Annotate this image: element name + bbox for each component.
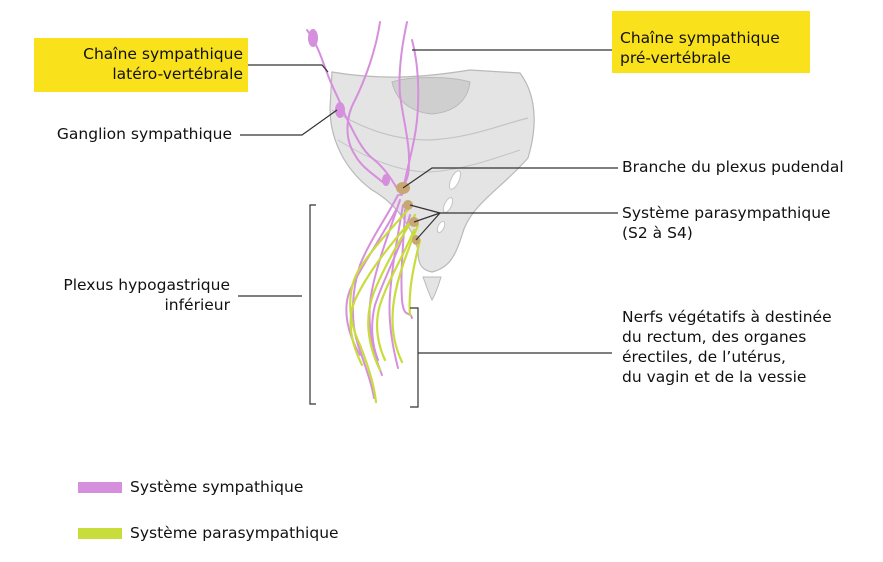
leader-lines: [238, 49, 618, 408]
label-nerfs-line3: érectiles, de l’utérus,: [622, 348, 786, 366]
ganglion-top: [308, 29, 318, 47]
highlight-chaine-pre: [612, 11, 810, 73]
legend-item-parasympathique: Système parasympathique: [78, 524, 339, 542]
parasympathetic-nerves: [349, 203, 422, 404]
label-ganglion-text: Ganglion sympathique: [56, 125, 232, 143]
label-chaine-pre: Chaîne sympathique pré-vertébrale: [620, 28, 780, 68]
label-nerfs-line4: du vagin et de la vessie: [622, 368, 807, 386]
label-branche-pudendal: Branche du plexus pudendal: [622, 157, 844, 177]
ganglion-lower: [382, 174, 390, 186]
legend-label-parasympathique: Système parasympathique: [130, 524, 339, 542]
label-chaine-latero-line1: Chaîne sympathique: [83, 45, 243, 63]
label-chaine-pre-line2: pré-vertébrale: [620, 49, 731, 67]
label-parasympathique: Système parasympathique (S2 à S4): [622, 203, 831, 243]
highlight-chaine-latero: [34, 38, 248, 92]
ganglion-middle: [335, 102, 345, 118]
label-ganglion: Ganglion sympathique: [20, 124, 232, 144]
label-chaine-pre-line1: Chaîne sympathique: [620, 29, 780, 47]
label-parasympathique-line2: (S2 à S4): [622, 224, 693, 242]
label-plexus-line2: inférieur: [164, 296, 230, 314]
legend-label-sympathique: Système sympathique: [130, 478, 304, 496]
legend-item-sympathique: Système sympathique: [78, 478, 303, 496]
label-nerfs-vegetatifs: Nerfs végétatifs à destinée du rectum, d…: [622, 307, 832, 387]
sacrum-bone: [329, 69, 535, 302]
label-plexus-line1: Plexus hypogastrique: [63, 276, 230, 294]
label-nerfs-line2: du rectum, des organes: [622, 328, 807, 346]
label-branche-pudendal-text: Branche du plexus pudendal: [622, 158, 844, 176]
legend-swatch-parasympathique: [78, 527, 122, 539]
legend-swatch-sympathique: [78, 481, 122, 493]
label-nerfs-line1: Nerfs végétatifs à destinée: [622, 308, 832, 326]
label-parasympathique-line1: Système parasympathique: [622, 204, 831, 222]
label-chaine-latero: Chaîne sympathique latéro-vertébrale: [40, 44, 243, 84]
label-chaine-latero-line2: latéro-vertébrale: [112, 65, 243, 83]
label-plexus-hypogastrique: Plexus hypogastrique inférieur: [20, 275, 230, 315]
